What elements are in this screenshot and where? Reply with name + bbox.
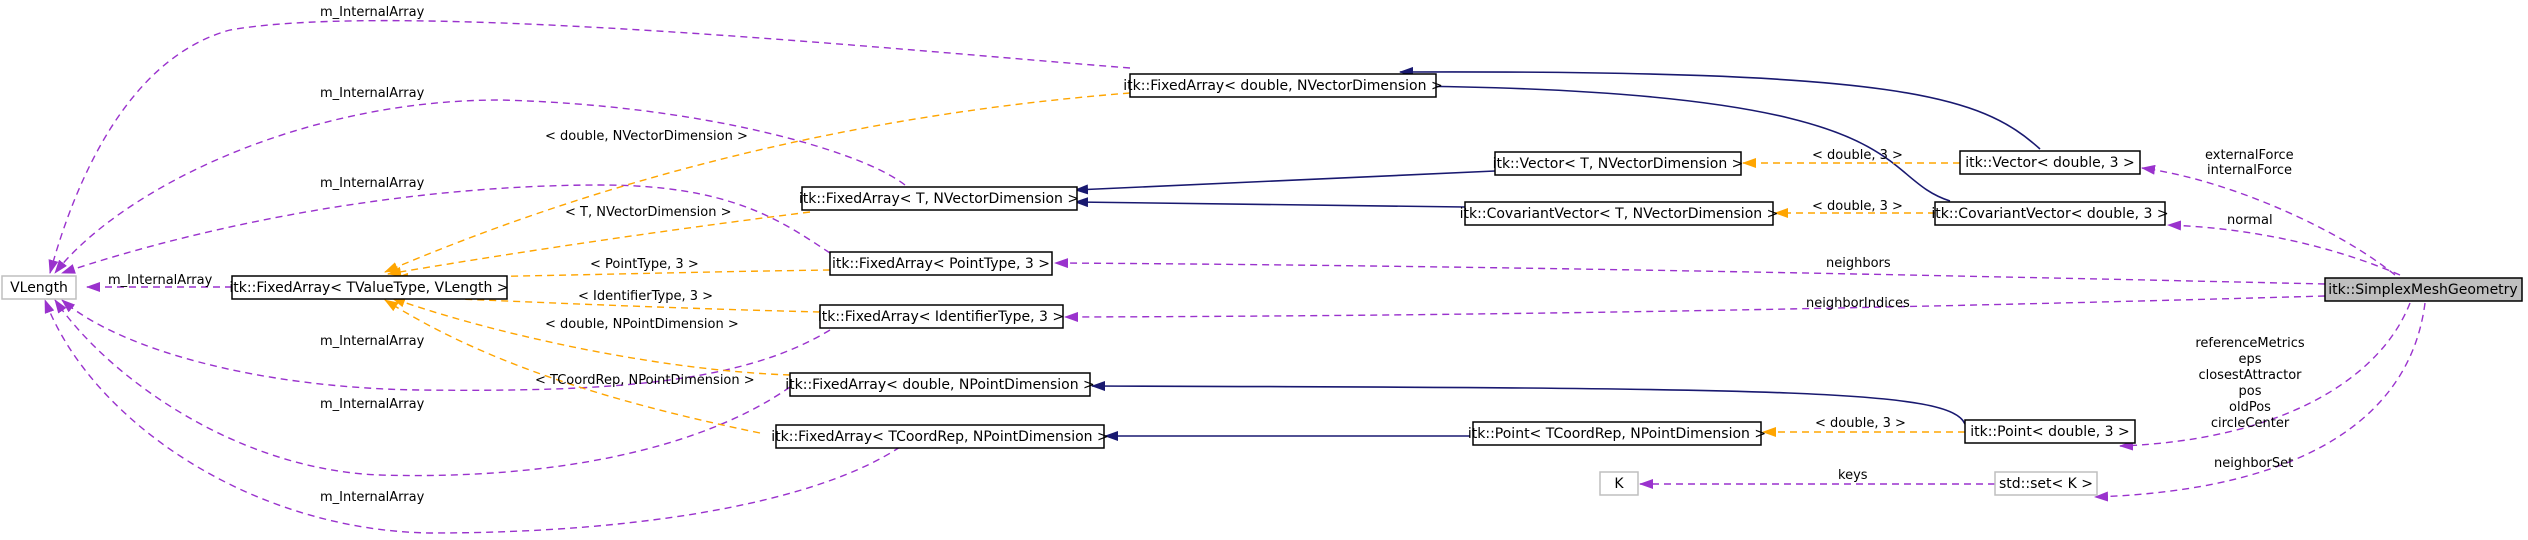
- node-label-k: K: [1614, 476, 1624, 492]
- node-label-fixedarray-pointtype-3: itk::FixedArray< PointType, 3 >: [832, 256, 1050, 272]
- edge-inherit-covvector-d3: [1399, 81, 1951, 202]
- node-fixedarray-tcoordrep-npointdimension[interactable]: itk::FixedArray< TCoordRep, NPointDimens…: [771, 424, 1109, 449]
- edge-label-neighbor-set: neighborSet: [2214, 456, 2293, 471]
- edge-label-vector-double-3: < double, 3 >: [1812, 148, 1903, 163]
- node-label-fixedarray-t-nvectordimension: itk::FixedArray< T, NVectorDimension >: [799, 191, 1079, 207]
- node-fixedarray-tvaluetype-vlength[interactable]: itk::FixedArray< TValueType, VLength >: [229, 275, 509, 300]
- node-fixedarray-double-npointdimension[interactable]: itk::FixedArray< double, NPointDimension…: [785, 372, 1095, 397]
- node-label-fixedarray-double-nvectordimension: itk::FixedArray< double, NVectorDimensio…: [1123, 78, 1442, 94]
- edge-inherit-covvector-t: [1074, 197, 1466, 208]
- edge-template-tcoord-npoint: [384, 299, 761, 434]
- node-label-vector-double-3: itk::Vector< double, 3 >: [1965, 155, 2134, 171]
- node-fixedarray-identifiertype-3[interactable]: itk::FixedArray< IdentifierType, 3 >: [818, 304, 1064, 329]
- edge-member-neighbors: [1054, 258, 2326, 285]
- edge-label-old-pos: oldPos: [2229, 400, 2271, 415]
- edge-label-reference-metrics: referenceMetrics: [2195, 336, 2304, 351]
- node-label-vlength: VLength: [10, 280, 68, 296]
- edge-label-eps: eps: [2238, 352, 2261, 367]
- edge-label-keys: keys: [1838, 468, 1868, 483]
- edge-label-m-internal-array-3: m_InternalArray: [320, 176, 425, 191]
- edge-label-normal: normal: [2227, 213, 2273, 228]
- edge-member-m-internal-array-identifier: [61, 299, 831, 391]
- edge-label-point-double-3: < double, 3 >: [1815, 416, 1906, 431]
- node-point-tcoordrep-npointdimension[interactable]: itk::Point< TCoordRep, NPointDimension >: [1468, 421, 1766, 446]
- edge-template-double-npoint: [391, 297, 791, 376]
- edge-label-double-npoint: < double, NPointDimension >: [545, 317, 739, 332]
- node-label-simplexmeshgeometry: itk::SimplexMeshGeometry: [2328, 282, 2517, 298]
- edge-label-neighbors: neighbors: [1826, 256, 1891, 271]
- edge-label-tcoord-npoint: < TCoordRep, NPointDimension >: [535, 373, 755, 388]
- edge-label-t-nvec: < T, NVectorDimension >: [565, 205, 732, 220]
- edge-label-m-internal-array-5: m_InternalArray: [320, 334, 425, 349]
- edge-label-pos: pos: [2239, 384, 2262, 399]
- nodes: VLength itk::FixedArray< TValueType, VLe…: [1, 73, 2523, 496]
- edge-label-m-internal-array-7: m_InternalArray: [320, 490, 425, 505]
- edge-member-neighbor-indices: [1064, 295, 2326, 322]
- node-label-covariantvector-double-3: itk::CovariantVector< double, 3 >: [1931, 206, 2168, 222]
- edge-member-m-internal-array-tcoord-npoint: [44, 299, 901, 534]
- node-fixedarray-double-nvectordimension[interactable]: itk::FixedArray< double, NVectorDimensio…: [1123, 73, 1443, 98]
- node-label-covariantvector-t-nvectordimension: itk::CovariantVector< T, NVectorDimensio…: [1460, 206, 1779, 222]
- edge-member-m-internal-array-double-nvec: [48, 19, 1131, 274]
- edge-member-point-d3: [2119, 302, 2411, 451]
- edge-member-m-internal-array-double-npoint: [54, 299, 791, 477]
- node-label-point-double-3: itk::Point< double, 3 >: [1970, 424, 2130, 440]
- edge-label-external-force: externalForce: [2205, 148, 2294, 163]
- edge-label-internal-force: internalForce: [2207, 163, 2292, 178]
- node-label-std-set-k: std::set< K >: [1999, 476, 2093, 492]
- edge-label-neighbor-indices: neighborIndices: [1806, 296, 1910, 311]
- edge-member-forces: [2141, 164, 2396, 276]
- node-fixedarray-t-nvectordimension[interactable]: itk::FixedArray< T, NVectorDimension >: [799, 186, 1079, 211]
- edge-label-covvector-double-3: < double, 3 >: [1812, 199, 1903, 214]
- edge-template-double-nvec: [384, 92, 1131, 273]
- node-label-fixedarray-tcoordrep-npointdimension: itk::FixedArray< TCoordRep, NPointDimens…: [771, 429, 1108, 445]
- edge-label-m-internal-array-2: m_InternalArray: [320, 86, 425, 101]
- edge-label-circle-center: circleCenter: [2211, 416, 2290, 431]
- edge-labels: m_InternalArray m_InternalArray m_Intern…: [108, 5, 2305, 505]
- edge-label-double-nvec: < double, NVectorDimension >: [545, 129, 748, 144]
- node-label-fixedarray-identifiertype-3: itk::FixedArray< IdentifierType, 3 >: [818, 309, 1064, 325]
- edge-label-pointtype: < PointType, 3 >: [590, 257, 699, 272]
- edge-member-neighbor-set: [2094, 302, 2426, 502]
- node-label-vector-t-nvectordimension: itk::Vector< T, NVectorDimension >: [1493, 156, 1744, 172]
- node-vector-double-3[interactable]: itk::Vector< double, 3 >: [1959, 150, 2141, 175]
- edge-label-closest-attractor: closestAttractor: [2198, 368, 2302, 383]
- node-label-fixedarray-tvaluetype-vlength: itk::FixedArray< TValueType, VLength >: [229, 280, 508, 296]
- node-fixedarray-pointtype-3[interactable]: itk::FixedArray< PointType, 3 >: [829, 251, 1053, 276]
- edge-member-normal: [2167, 220, 2401, 276]
- node-k[interactable]: K: [1599, 471, 1639, 496]
- edge-label-m-internal-array-6: m_InternalArray: [320, 397, 425, 412]
- edge-member-m-internal-array-pointtype: [61, 184, 831, 274]
- node-simplexmeshgeometry[interactable]: itk::SimplexMeshGeometry: [2324, 277, 2523, 302]
- node-vlength[interactable]: VLength: [1, 275, 77, 300]
- edge-member-m-internal-array-t-nvec: [54, 99, 906, 274]
- node-label-fixedarray-double-npointdimension: itk::FixedArray< double, NPointDimension…: [785, 377, 1095, 393]
- edge-inherit-point-d3: [1091, 381, 1966, 425]
- node-point-double-3[interactable]: itk::Point< double, 3 >: [1964, 419, 2136, 444]
- edge-label-m-internal-array-4: m_InternalArray: [108, 273, 213, 288]
- edge-template-t-nvec: [387, 211, 811, 277]
- node-std-set-k[interactable]: std::set< K >: [1994, 471, 2098, 496]
- node-covariantvector-double-3[interactable]: itk::CovariantVector< double, 3 >: [1931, 201, 2169, 226]
- edge-label-m-internal-array-1: m_InternalArray: [320, 5, 425, 20]
- node-covariantvector-t-nvectordimension[interactable]: itk::CovariantVector< T, NVectorDimensio…: [1460, 201, 1779, 226]
- edge-label-identifier: < IdentifierType, 3 >: [578, 289, 713, 304]
- node-label-point-tcoordrep-npointdimension: itk::Point< TCoordRep, NPointDimension >: [1468, 426, 1766, 442]
- node-vector-t-nvectordimension[interactable]: itk::Vector< T, NVectorDimension >: [1493, 151, 1744, 176]
- edges: [44, 19, 2426, 534]
- edge-inherit-vector-d3: [1399, 66, 2041, 150]
- edge-inherit-vector-t: [1074, 170, 1496, 195]
